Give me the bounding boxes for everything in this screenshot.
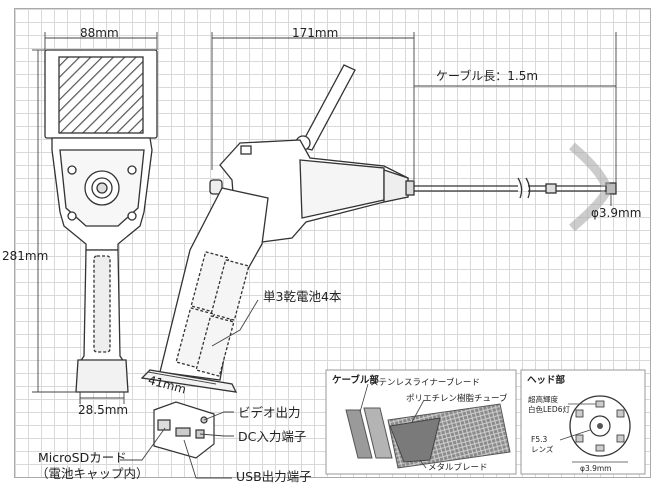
screen-hatch [58, 56, 144, 134]
cable-panel [325, 369, 517, 475]
front-view [44, 49, 158, 393]
dc-in-callout: DC入力端子 [238, 429, 307, 444]
head-lens-line1: F5.3 [531, 435, 548, 444]
cable-layer2-label: ポリエチレン樹脂チューブ [406, 394, 508, 404]
head-diameter-small: φ3.9mm [580, 464, 612, 473]
battery-callout: 単3乾電池4本 [263, 289, 342, 304]
cable-layer1-label: ステンレスライナーブレード [370, 378, 480, 388]
dimension-lines [32, 32, 617, 404]
microsd-callout-line1: MicroSDカード [38, 450, 127, 465]
usb-out-callout: USB出力端子 [236, 469, 312, 484]
head-diameter-label: φ3.9mm [591, 206, 642, 220]
length-label: 171mm [292, 26, 339, 40]
head-panel [520, 369, 646, 475]
grip-label: 28.5mm [78, 403, 129, 417]
head-lens-line2: レンズ [531, 445, 554, 454]
ports-leaders [120, 411, 234, 479]
side-view [140, 64, 617, 393]
height-label: 281mm [2, 249, 49, 263]
cable-length-label: ケーブル長：1.5m [436, 69, 539, 83]
width-label: 88mm [80, 26, 119, 40]
head-led-line2: 白色LED6灯 [528, 405, 570, 414]
side-screen [299, 64, 356, 151]
cable-panel-title: ケーブル部 [332, 375, 379, 386]
video-out-callout: ビデオ出力 [238, 405, 301, 420]
head-led-line1: 超高輝度 [528, 395, 558, 404]
microsd-callout-line2: （電池キャップ内） [36, 466, 149, 481]
ports-detail [153, 401, 215, 459]
cable-layer3-label: メタルブレード [428, 463, 488, 473]
head-panel-title: ヘッド部 [527, 375, 566, 386]
